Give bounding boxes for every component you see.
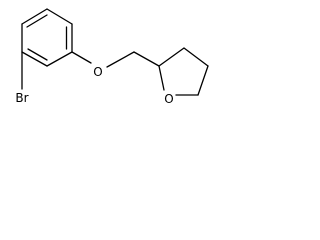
ring-oxygen-label: O xyxy=(164,92,173,106)
thf-bond-1 xyxy=(158,47,185,67)
benzene-bond-2 xyxy=(46,8,73,25)
benzene-bond-1 xyxy=(21,8,48,25)
benzene-double-bond-3 xyxy=(27,48,48,61)
chemical-structure-diagram: Br O O xyxy=(15,8,209,106)
thf-bond-5 xyxy=(158,65,165,91)
benzene-double-bond-1 xyxy=(26,14,48,28)
c-o-ether-bond xyxy=(71,51,92,64)
thf-bond-2 xyxy=(183,47,209,67)
benzene-ring xyxy=(21,8,73,67)
o-ch2-bond xyxy=(106,51,135,68)
ch2-ring-bond xyxy=(133,51,160,67)
benzene-bond-5 xyxy=(21,51,48,67)
thf-bond-3 xyxy=(197,65,209,96)
ether-oxygen-label: O xyxy=(93,65,102,79)
tetrahydrofuran-ring xyxy=(158,47,209,96)
bromine-label: Br xyxy=(15,91,28,105)
benzene-bond-4 xyxy=(46,51,73,67)
